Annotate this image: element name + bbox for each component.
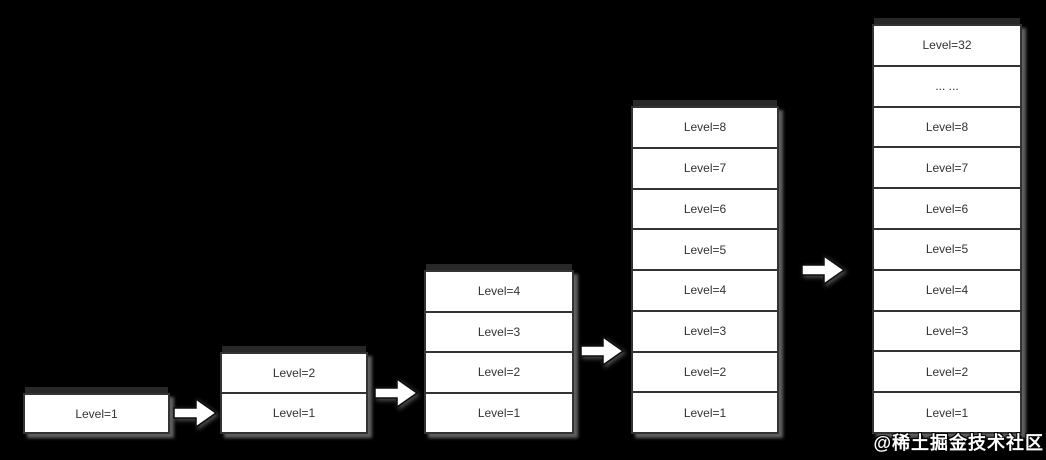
level-stack-4: Level=8 Level=7 Level=6 Level=5 Level=4 … — [631, 106, 779, 434]
arrow-3 — [578, 333, 626, 369]
level-cell: Level=6 — [633, 187, 777, 229]
level-cell: Level=5 — [874, 227, 1020, 269]
level-cell: Level=2 — [633, 350, 777, 392]
level-cell: Level=8 — [633, 108, 777, 147]
level-cell: Level=1 — [874, 391, 1020, 432]
level-stack-5: Level=32 ... ... Level=8 Level=7 Level=6… — [872, 24, 1022, 434]
level-cell: Level=3 — [426, 310, 572, 351]
ellipsis-cell: ... ... — [874, 64, 1020, 106]
level-cell: Level=1 — [222, 392, 366, 432]
level-cell: Level=1 — [25, 395, 168, 432]
level-cell: Level=4 — [426, 272, 572, 311]
arrow-right-icon — [580, 335, 625, 367]
arrow-right-icon — [173, 397, 218, 429]
level-stack-1: Level=1 — [23, 393, 170, 434]
arrow-4 — [799, 252, 847, 288]
level-cell: Level=2 — [426, 351, 572, 392]
arrow-right-icon — [801, 254, 846, 286]
level-cell: Level=2 — [222, 354, 366, 392]
level-cell: Level=1 — [633, 391, 777, 432]
level-stack-3: Level=4 Level=3 Level=2 Level=1 — [424, 270, 574, 434]
level-cell: Level=2 — [874, 350, 1020, 392]
arrow-2 — [372, 375, 420, 411]
level-cell: Level=7 — [874, 146, 1020, 188]
level-cell: Level=3 — [874, 309, 1020, 351]
level-cell: Level=4 — [874, 268, 1020, 310]
arrow-right-icon — [374, 377, 419, 409]
level-cell: Level=3 — [633, 309, 777, 351]
level-cell: Level=4 — [633, 269, 777, 310]
level-cell: Level=6 — [874, 187, 1020, 228]
level-cell: Level=8 — [874, 105, 1020, 147]
level-cell: Level=5 — [633, 228, 777, 269]
level-cell: Level=1 — [426, 391, 572, 432]
level-cell: Level=32 — [874, 26, 1020, 65]
level-cell: Level=7 — [633, 146, 777, 188]
arrow-1 — [171, 395, 219, 431]
level-stack-2: Level=2 Level=1 — [220, 352, 368, 434]
watermark: @稀土掘金技术社区 — [873, 433, 1044, 453]
